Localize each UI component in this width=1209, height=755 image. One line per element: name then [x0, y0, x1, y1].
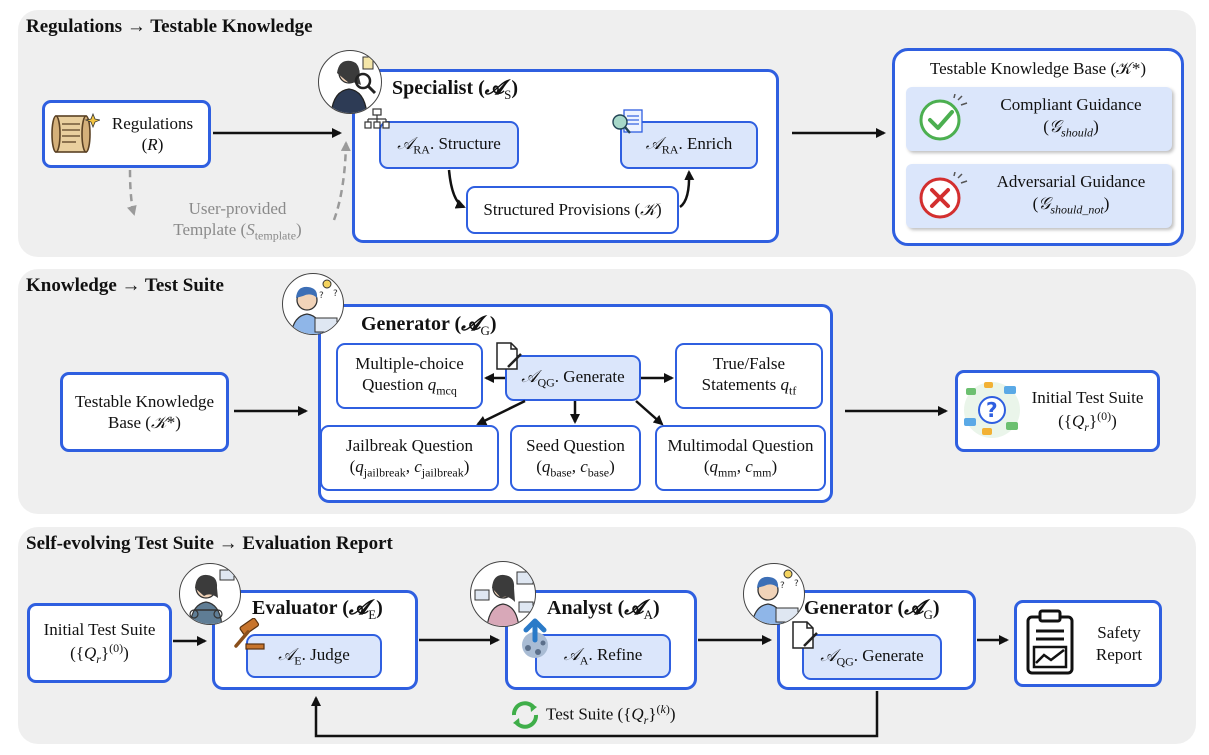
seed-line2: (qbase, cbase)	[536, 457, 615, 480]
gavel-icon	[234, 618, 265, 650]
mm-line1: Multimodal Question	[667, 436, 814, 456]
structured-provisions-label: Structured Provisions (𝒦)	[483, 200, 662, 220]
initial-test-suite-box-2: Initial Test Suite ({Qr}(0))	[27, 603, 172, 683]
avatar-analyst	[470, 561, 536, 627]
adversarial-symbol: (𝒢should_not)	[1032, 194, 1110, 217]
suite2-line2: ({Qr}(0))	[70, 640, 129, 666]
tf-line1: True/False	[712, 354, 786, 374]
regulations-label: Regulations	[111, 113, 194, 133]
kb-title: Testable Knowledge Base (𝒦*)	[929, 59, 1147, 78]
loop-label: Test Suite ({Qr}(k))	[546, 702, 676, 728]
refine-step: 𝒜A. Refine	[535, 634, 671, 678]
knowledge-base-box: Testable Knowledge Base (𝒦*)	[60, 372, 229, 452]
refine-label: 𝒜A. Refine	[563, 644, 643, 668]
svg-text:?: ?	[780, 581, 785, 591]
structure-step: 𝒜RA. Structure	[379, 121, 519, 169]
svg-text:?: ?	[986, 398, 998, 422]
enrich-label: 𝒜RA. Enrich	[645, 133, 733, 157]
org-chart-icon	[364, 108, 390, 129]
suite-line1: Initial Test Suite	[1031, 388, 1144, 408]
generate-label: 𝒜QG. Generate	[521, 366, 625, 390]
tf-line2: Statements qtf	[701, 375, 797, 398]
avatar-generator: ? ?	[282, 273, 344, 335]
multimodal-box: Multimodal Question (qmm, cmm)	[655, 425, 826, 491]
structured-provisions-step: Structured Provisions (𝒦)	[466, 186, 679, 234]
scroll-icon	[51, 112, 100, 153]
true-false-box: True/False Statements qtf	[675, 343, 823, 409]
question-cloud-icon: ?	[964, 382, 1020, 438]
kb-box-label: Testable Knowledge	[74, 391, 214, 411]
judge-label: 𝒜E. Judge	[278, 644, 350, 668]
refresh-cycle-icon	[512, 701, 538, 729]
svg-text:?: ?	[794, 579, 799, 589]
suite2-line1: Initial Test Suite	[43, 620, 156, 640]
seed-line1: Seed Question	[526, 436, 625, 456]
template-label: User-provided Template (Stemplate)	[150, 198, 325, 244]
panel-title: Self-evolving Test Suite → Evaluation Re…	[26, 533, 393, 554]
avatar-generator-2: ? ?	[743, 563, 805, 625]
suite-line2: ({Qr}(0))	[1058, 408, 1117, 434]
compliant-guidance: Compliant Guidance (𝒢should)	[906, 87, 1172, 151]
regulations-symbol: (R)	[141, 135, 164, 154]
jailbreak-line1: Jailbreak Question	[346, 436, 473, 456]
generator-title: Generator (𝓐G)	[361, 313, 497, 338]
clipboard-chart-icon	[1026, 609, 1074, 675]
seed-question-box: Seed Question (qbase, cbase)	[510, 425, 641, 491]
avatar-specialist	[318, 50, 382, 114]
jailbreak-box: Jailbreak Question (qjailbreak, cjailbre…	[320, 425, 499, 491]
document-pen-icon	[496, 342, 522, 370]
magnify-doc-icon	[612, 109, 643, 134]
svg-text:?: ?	[333, 289, 338, 299]
compliant-symbol: (𝒢should)	[1043, 117, 1099, 140]
panel-title: Regulations → Testable Knowledge	[26, 16, 313, 37]
jailbreak-line2: (qjailbreak, cjailbreak)	[349, 457, 470, 480]
check-circle-icon	[919, 94, 968, 141]
upload-cloud-icon	[522, 618, 548, 658]
adversarial-label: Adversarial Guidance	[996, 172, 1146, 191]
generate-step: 𝒜QG. Generate	[505, 355, 641, 401]
safety-line2: Report	[1095, 644, 1143, 664]
panel-title: Knowledge → Test Suite	[26, 275, 224, 296]
template-line1: User-provided	[188, 199, 287, 218]
enrich-step: 𝒜RA. Enrich	[620, 121, 758, 169]
mcq-line1: Multiple-choice	[355, 354, 464, 374]
svg-text:?: ?	[319, 291, 324, 301]
generate2-label: 𝒜QG. Generate	[820, 645, 924, 669]
avatar-evaluator	[179, 563, 241, 625]
specialist-title: Specialist (𝓐S)	[392, 77, 519, 102]
generate-step-2: 𝒜QG. Generate	[802, 634, 942, 680]
template-line2: Template (Stemplate)	[173, 220, 302, 243]
safety-line1: Safety	[1097, 623, 1141, 643]
mcq-line2: Question qmcq	[362, 375, 457, 398]
structure-label: 𝒜RA. Structure	[397, 133, 501, 157]
document-pen-icon-2	[792, 621, 818, 649]
compliant-label: Compliant Guidance	[1000, 95, 1142, 114]
kb-box-symbol: Base (𝒦*)	[108, 413, 181, 432]
generator2-title: Generator (𝓐G)	[804, 597, 940, 622]
evaluator-title: Evaluator (𝓐E)	[252, 597, 383, 622]
mm-line2: (qmm, cmm)	[703, 457, 778, 480]
mcq-box: Multiple-choice Question qmcq	[336, 343, 483, 409]
analyst-title: Analyst (𝓐A)	[547, 597, 660, 622]
x-circle-icon	[919, 172, 968, 219]
judge-step: 𝒜E. Judge	[246, 634, 382, 678]
